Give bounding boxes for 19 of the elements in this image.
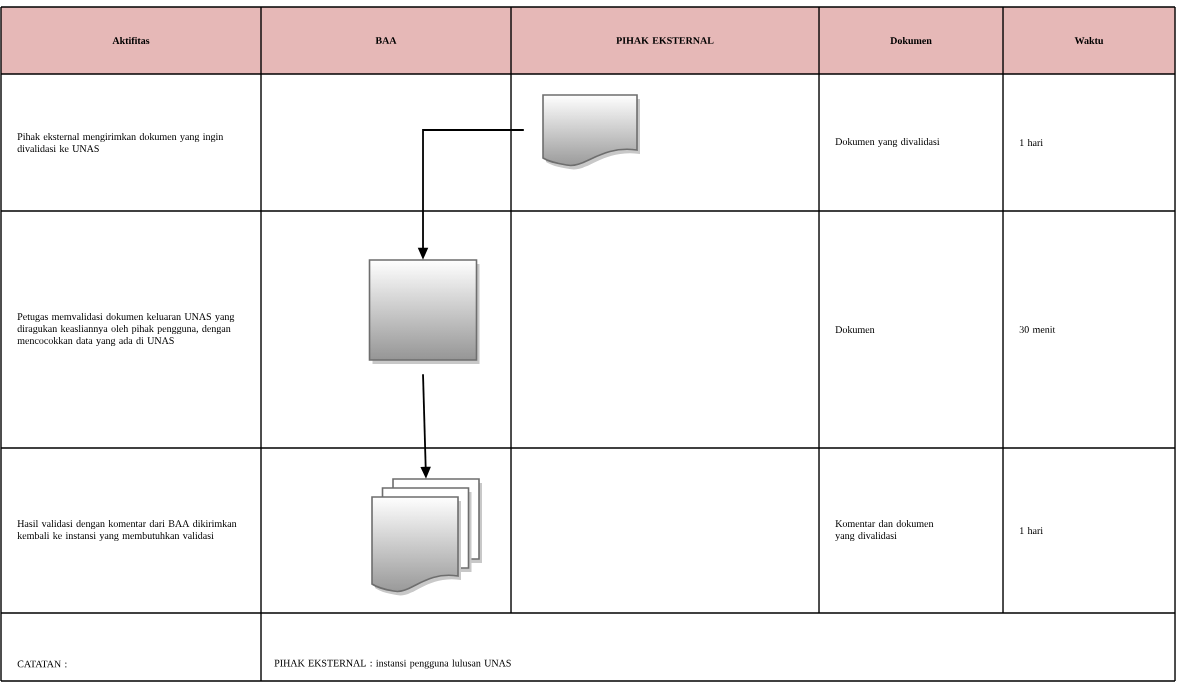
column-header: Waktu (1074, 36, 1104, 45)
column-header: BAA (375, 37, 397, 44)
duration-text: 1 hari (1020, 138, 1043, 146)
activity-text: Hasil validasi dengan komentar dari BAA dikirimkan kembali ke instansi yang membutuhkan validasi (17, 519, 237, 542)
activity-text: Pihak eksternal mengirimkan dokumen yang ingin divalidasi ke UNAS (17, 132, 224, 152)
column-header: Aktifitas (112, 36, 150, 45)
document-text: Komentar dan dokumen yang divalidasi (835, 519, 934, 542)
duration-text: 30 menit (1019, 326, 1056, 333)
duration-text: 1 hari (1020, 526, 1043, 534)
note-text: PIHAK EKSTERNAL : instansi pengguna lulusan UNAS (274, 659, 511, 669)
document-text: Dokumen yang divalidasi (835, 137, 940, 148)
multi-document-symbol (371, 478, 482, 596)
process-box (368, 259, 480, 364)
column-header: Dokumen (890, 36, 932, 45)
column-header: PIHAK EKSTERNAL (616, 37, 714, 44)
note-label: CATATAN : (17, 660, 67, 668)
document-text: Dokumen (835, 325, 875, 333)
document-symbol (542, 94, 640, 170)
activity-text: Petugas memvalidasi dokumen keluaran UNAS yang diragukan keasliannya oleh pihak pengguna, dengan mencocokkan data yang ada di UNAS (17, 312, 235, 347)
